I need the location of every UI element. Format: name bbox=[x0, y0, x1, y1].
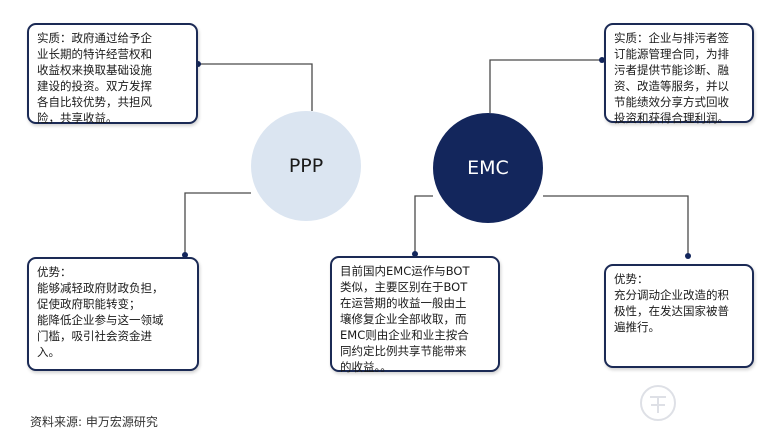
ppp-node: PPP bbox=[251, 111, 361, 221]
connector-ppp-essence bbox=[198, 63, 313, 111]
watermark-logo bbox=[638, 383, 768, 427]
emc-advantage-box: 优势： 充分调动企业改造的积 极性，在发达国家被普 遍推行。 bbox=[604, 264, 754, 368]
connector-emc-essence bbox=[489, 59, 602, 113]
emc-label: EMC bbox=[467, 157, 509, 179]
connector-ppp-advantage bbox=[184, 192, 251, 255]
ppp-essence-box: 实质：政府通过给予企 业长期的特许经营权和 收益权来换取基础设施 建设的投资。双… bbox=[27, 23, 198, 125]
connector-dot bbox=[599, 57, 605, 63]
logo-icon bbox=[640, 385, 676, 421]
emc-node: EMC bbox=[433, 113, 543, 223]
ppp-label: PPP bbox=[288, 155, 324, 177]
connector-emc-advantage bbox=[543, 195, 689, 256]
emc-essence-box: 实质：企业与排污者签 订能源管理合同，为排 污者提供节能诊断、融 资、改造等服务… bbox=[604, 23, 754, 125]
connector-emc-comparison bbox=[414, 195, 433, 254]
connector-dot bbox=[412, 251, 418, 257]
source-note: 资料来源: 申万宏源研究 bbox=[30, 415, 158, 429]
connector-dot bbox=[685, 253, 691, 259]
ppp-advantage-box: 优势： 能够减轻政府财政负担， 促使政府职能转变； 能降低企业参与这一领域 门槛… bbox=[27, 257, 199, 371]
connector-dot bbox=[182, 252, 188, 258]
bot-comparison-box: 目前国内EMC运作与BOT 类似，主要区别在于BOT 在运营期的收益一般由土 壤… bbox=[330, 256, 500, 374]
